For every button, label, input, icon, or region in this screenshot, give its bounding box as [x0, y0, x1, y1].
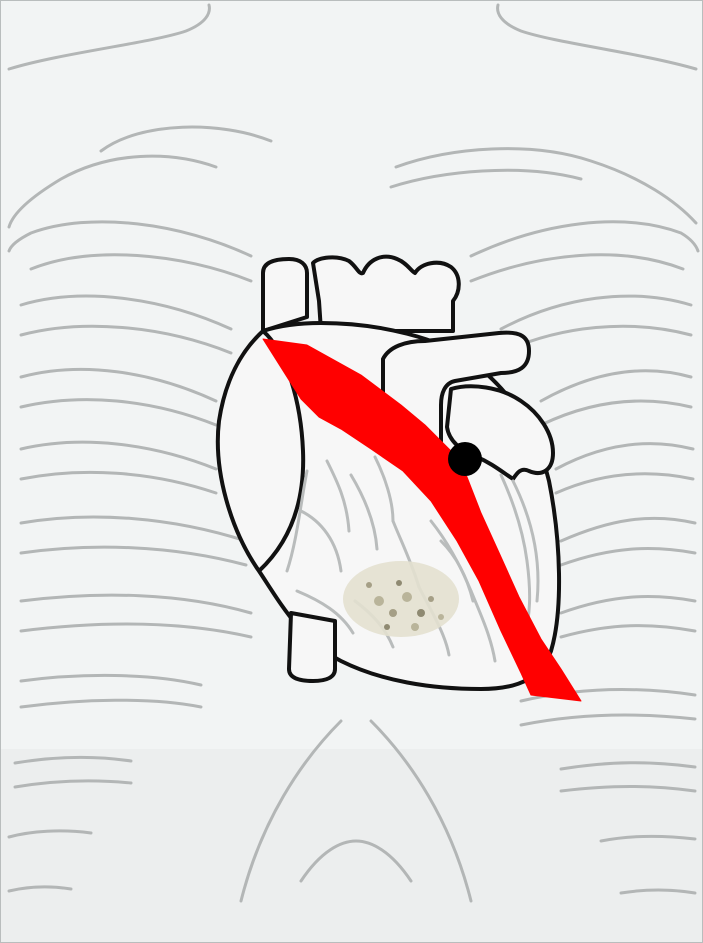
right-rib-3 [501, 296, 691, 329]
left-rib-4b [21, 400, 216, 425]
fibrotic-patch [343, 561, 459, 637]
left-rib-1 [9, 156, 216, 227]
left-rib-1-inner [101, 127, 271, 151]
right-rib-7b [561, 626, 695, 637]
right-rib-5 [556, 443, 693, 469]
left-rib-7b [21, 624, 251, 637]
right-rib-9b [561, 787, 695, 792]
right-rib-7 [561, 597, 695, 613]
right-clavicle [498, 5, 696, 69]
right-rib-11 [621, 890, 695, 893]
left-rib-11 [9, 887, 71, 891]
left-rib-6 [21, 517, 246, 541]
inferior-vena-cava [289, 613, 335, 681]
right-rib-4 [541, 371, 691, 401]
left-rib-5 [21, 442, 216, 469]
right-rib-5b [556, 474, 693, 493]
costal-arch-left [241, 721, 341, 901]
lower-sternum [301, 841, 411, 881]
left-rib-7 [21, 595, 251, 613]
right-rib-8b [521, 715, 695, 725]
left-rib-8 [21, 675, 201, 685]
aortic-arch [313, 257, 459, 331]
right-rib-2b [471, 255, 683, 281]
right-rib-2 [471, 222, 698, 256]
left-rib-9 [15, 757, 131, 763]
right-rib-6 [561, 518, 695, 541]
right-rib-9 [561, 763, 695, 769]
left-rib-2b [31, 255, 251, 281]
left-rib-10 [9, 831, 91, 837]
left-rib-3b [21, 326, 231, 353]
left-rib-3 [21, 296, 231, 329]
left-clavicle [9, 5, 209, 69]
left-rib-4 [21, 369, 216, 401]
right-rib-1 [396, 149, 696, 223]
superior-vena-cava [263, 259, 307, 331]
left-rib-2 [9, 222, 251, 256]
left-rib-8b [21, 700, 201, 707]
left-rib-9b [15, 781, 131, 787]
left-rib-5b [21, 472, 216, 493]
left-rib-6b [21, 547, 246, 565]
right-rib-6b [561, 549, 695, 565]
right-rib-10 [601, 836, 695, 841]
right-rib-1-inner [391, 170, 581, 187]
costal-arch-right [371, 721, 471, 901]
right-rib-4b [541, 401, 691, 425]
black-marker-dot [448, 442, 482, 476]
